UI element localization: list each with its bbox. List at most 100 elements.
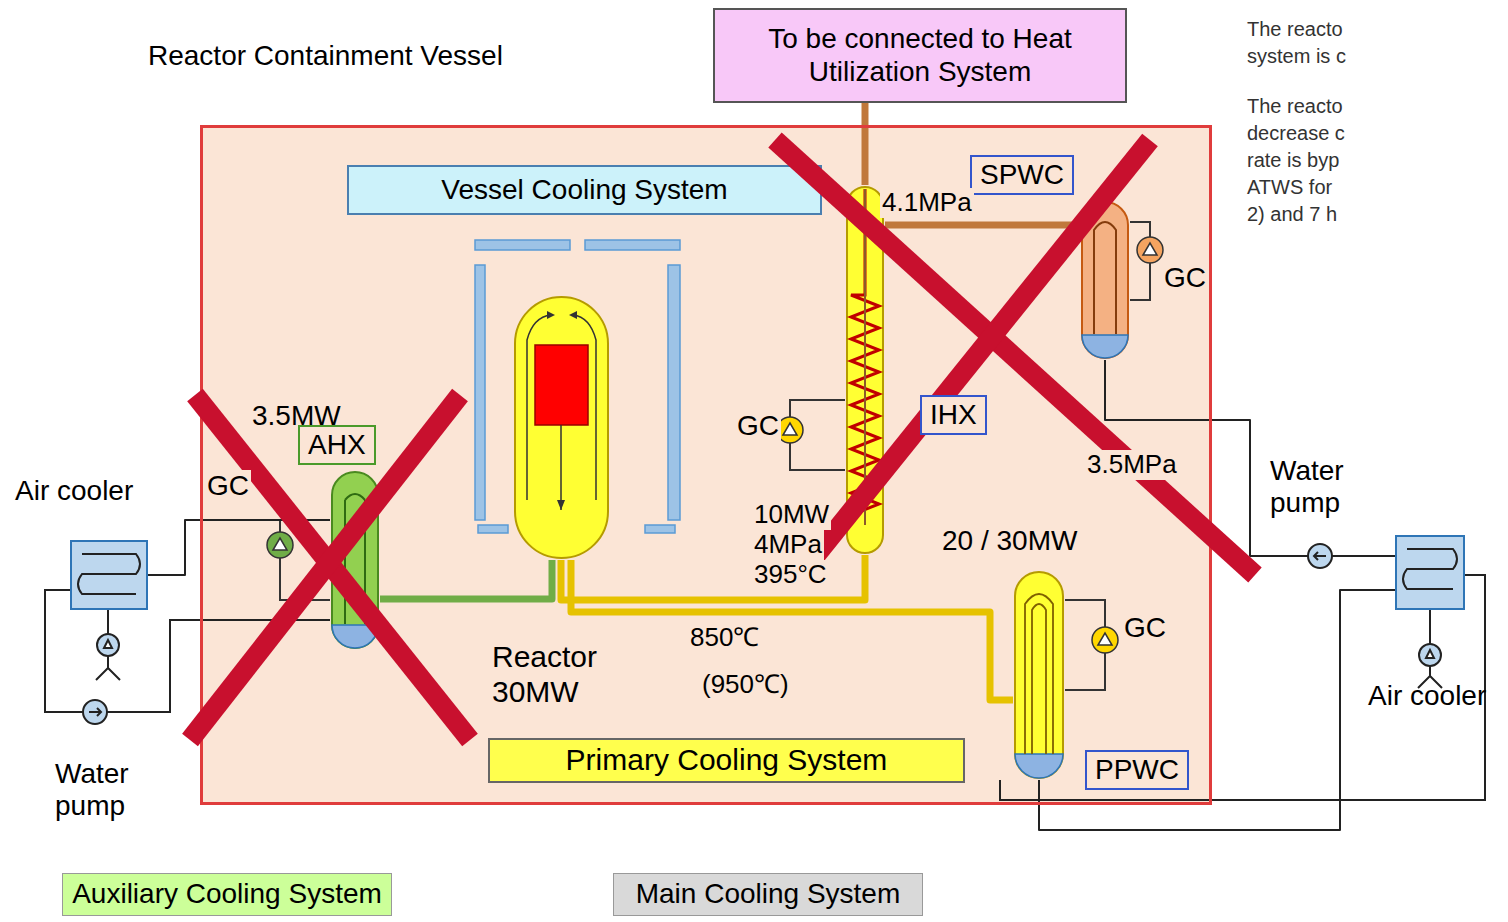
component-shape — [70, 540, 148, 610]
component-shape — [1013, 570, 1065, 780]
node-text: Air cooler — [15, 475, 133, 507]
annotation-label: The reacto — [1247, 95, 1343, 118]
node-text: Vessel Cooling System — [441, 174, 727, 206]
component-node: 3.5MWAHX — [330, 470, 380, 650]
cross-out-mark — [775, 140, 1255, 575]
water-loop-lines — [45, 575, 1485, 800]
annotation-label: GC — [1162, 262, 1208, 294]
component-node: Air cooler — [1395, 535, 1465, 610]
component-node: Reactor Containment VesselVessel Cooling… — [200, 125, 1212, 805]
annotation-label: GC — [735, 410, 781, 442]
component-shape — [864, 189, 866, 525]
annotation-label: rate is byp — [1247, 149, 1339, 172]
annotation-label: 10MW — [752, 500, 831, 530]
air-cooler-fan — [1426, 650, 1434, 658]
label-box: To be connected to Heat Utilization Syst… — [713, 8, 1127, 103]
component-shape — [1082, 202, 1128, 358]
pipe-connector — [561, 555, 865, 600]
water-loop-lines — [1429, 610, 1431, 644]
cross-out-mark — [190, 140, 1255, 740]
label-box: Main Cooling System — [613, 873, 923, 916]
annotation-label: The reacto — [1247, 18, 1343, 41]
component-node: SPWC — [1080, 200, 1130, 360]
water-pump-symbol — [1314, 552, 1326, 560]
label-box: Vessel Cooling System — [347, 165, 822, 215]
gas-circulator — [783, 423, 797, 435]
component-shape — [547, 311, 577, 510]
annotation-label: 3.5MPa — [1085, 450, 1179, 480]
gas-circulator — [1092, 627, 1118, 653]
node-text: To be connected to Heat Utilization Syst… — [765, 23, 1075, 87]
pipe-connector — [885, 222, 1080, 229]
annotation-label: GC — [205, 470, 251, 502]
air-cooler-fan — [1418, 666, 1442, 688]
gas-circulator — [1137, 237, 1163, 263]
node-text: Reactor 30MW — [490, 640, 644, 709]
component-shape — [1015, 572, 1063, 778]
component-shape — [1403, 549, 1457, 589]
water-pump-symbol — [89, 708, 101, 716]
component-shape — [71, 541, 147, 609]
containment-fill — [200, 125, 1212, 805]
annotation-label: decrease c — [1247, 122, 1345, 145]
component-node: Air cooler — [70, 540, 148, 610]
cross-out-mark — [195, 395, 470, 740]
component-node: Reactor 30MW — [513, 295, 610, 560]
water-pump-symbol — [83, 544, 1332, 724]
gc-piping — [1065, 653, 1105, 690]
cross-out-mark — [800, 140, 1150, 575]
air-cooler-fan — [1419, 644, 1441, 666]
water-loop-lines — [107, 620, 330, 712]
component-shape — [1082, 335, 1128, 358]
component-node: 20 / 30MWPPWC — [1013, 570, 1065, 780]
annotation-label: 850℃ — [688, 623, 761, 653]
label-box: Primary Cooling System — [488, 738, 965, 783]
component-shape — [330, 470, 380, 650]
annotation-label: ATWS for — [1247, 176, 1332, 199]
component-shape — [527, 315, 596, 510]
component-shape — [1396, 536, 1464, 609]
component-shape — [332, 472, 378, 648]
node-text: Reactor Containment Vessel — [148, 40, 503, 72]
air-cooler-fan — [104, 640, 112, 648]
component-shape — [847, 187, 883, 553]
water-loop-lines — [107, 610, 109, 634]
node-text: AHX — [298, 425, 376, 465]
annotation-label: (950℃) — [700, 670, 791, 700]
node-text: PPWC — [1085, 750, 1189, 790]
component-shape — [1094, 222, 1116, 334]
vessel-cooling-panels — [475, 265, 485, 520]
gas-circulator — [1143, 243, 1157, 255]
annotation-label: 2) and 7 h — [1247, 203, 1337, 226]
vessel-cooling-panels — [475, 240, 570, 250]
node-text: Air cooler — [1368, 680, 1486, 712]
annotation-label: 4.1MPa — [880, 188, 974, 218]
vessel-cooling-panels — [585, 240, 680, 250]
cross-out-mark — [190, 395, 460, 740]
component-node: IHX — [845, 185, 885, 555]
annotation-label: Water pump — [55, 758, 150, 822]
water-pump-symbol — [1308, 544, 1332, 568]
annotation-label: GC — [1122, 612, 1168, 644]
water-pump-symbol — [83, 700, 107, 724]
gas-circulator — [267, 237, 1163, 653]
annotation-label: 4MPa — [752, 530, 824, 560]
node-text: IHX — [920, 395, 987, 435]
gc-piping — [280, 558, 330, 600]
gas-circulator — [273, 538, 287, 550]
component-shape — [78, 554, 140, 594]
vessel-cooling-panels — [645, 525, 675, 533]
vessel-cooling-panels — [478, 525, 508, 533]
gc-piping — [1130, 222, 1150, 237]
component-shape — [513, 295, 610, 560]
component-shape — [515, 297, 608, 558]
node-text: Auxiliary Cooling System — [72, 878, 382, 910]
air-cooler-fan — [96, 656, 120, 680]
node-text: Main Cooling System — [636, 878, 901, 910]
pipe-connector — [148, 520, 330, 575]
air-cooler-fan — [97, 634, 119, 656]
node-text: Primary Cooling System — [566, 743, 888, 778]
gas-circulator — [267, 532, 293, 558]
gc-piping — [279, 520, 281, 532]
pipe-connector — [380, 560, 552, 599]
